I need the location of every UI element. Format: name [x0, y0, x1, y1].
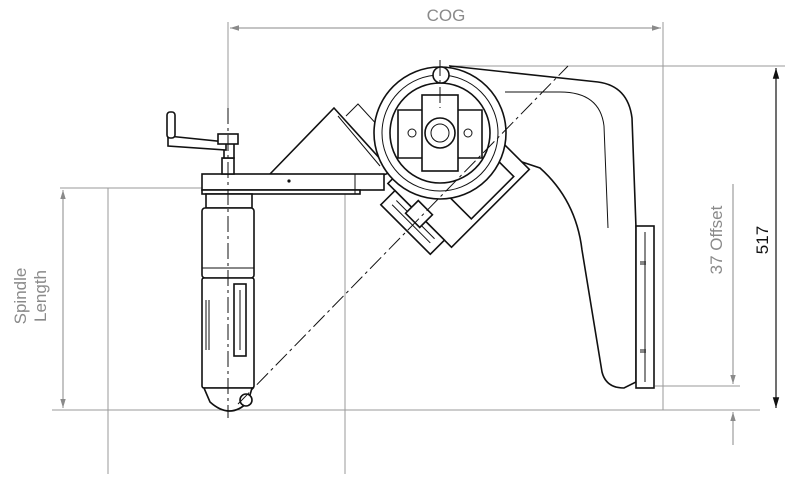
- center-lines: [227, 60, 569, 418]
- crank-handle: [166, 111, 239, 175]
- clamp-knob: [404, 199, 434, 229]
- cog-label: COG: [427, 6, 466, 25]
- spindle-length-dimension: Spindle Length: [11, 190, 66, 408]
- offset-dimension: 37 Offset: [707, 184, 736, 445]
- height-label: 517: [753, 226, 772, 254]
- height-dimension: 517: [753, 68, 780, 408]
- extension-lines: [52, 22, 785, 474]
- spindle-length-label-line1: Spindle: [11, 268, 30, 325]
- spindle-length-label-line2: Length: [31, 270, 50, 322]
- offset-label: 37 Offset: [707, 205, 726, 274]
- rotary-disc: [373, 66, 507, 200]
- mounting-bar: [201, 173, 385, 195]
- cog-dimension: COG: [230, 6, 661, 31]
